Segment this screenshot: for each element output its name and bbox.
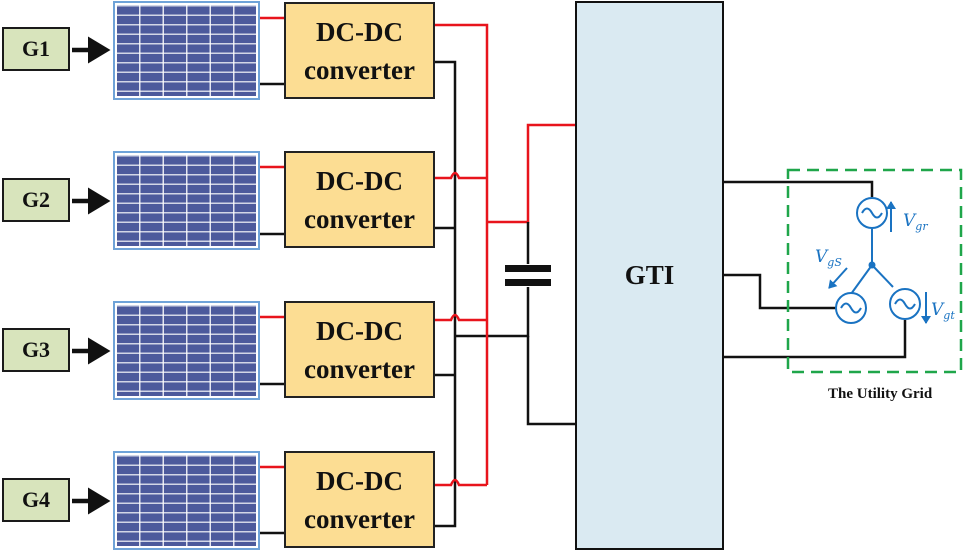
panel-converter-wires [259, 16, 284, 535]
dc-link-capacitor [505, 265, 551, 286]
voltage-arrow-s-icon [828, 267, 848, 289]
converter-label-line2: converter [304, 353, 415, 384]
generator-box-g4: G4 [2, 478, 70, 522]
pv-panel-icon [113, 1, 260, 100]
converter-label-line1: DC-DC [316, 165, 403, 196]
generator-box-g3: G3 [2, 328, 70, 372]
pv-panel-icon [113, 301, 260, 400]
voltage-label-s: VgS [815, 247, 842, 269]
converter-label-line2: converter [304, 203, 415, 234]
generator-box-g2: G2 [2, 178, 70, 222]
dc-dc-converter-3: DC-DC converter [284, 301, 435, 398]
dc-dc-converter-4: DC-DC converter [284, 451, 435, 548]
pv-panel-icon [113, 151, 260, 250]
generator-label: G1 [21, 36, 51, 61]
converter-label-line2: converter [304, 503, 415, 534]
three-phase-sources [828, 197, 931, 324]
generator-label: G2 [21, 187, 51, 212]
converter-label-line1: DC-DC [316, 315, 403, 346]
pv-panel-icon [113, 451, 260, 550]
dc-dc-converter-2: DC-DC converter [284, 151, 435, 248]
generator-label: G4 [21, 487, 51, 512]
utility-grid-boundary [786, 168, 963, 374]
generator-box-g1: G1 [2, 27, 70, 71]
converter-label-line1: DC-DC [316, 16, 403, 47]
voltage-label-r: Vgr [903, 211, 928, 233]
negative-bus [434, 60, 575, 528]
grid-tied-inverter: GTI [575, 1, 724, 550]
voltage-label-t: Vgt [931, 300, 955, 322]
converter-label-line2: converter [304, 54, 415, 85]
grid-connection-wires [724, 180, 907, 359]
positive-bus [434, 23, 575, 487]
utility-grid-label: The Utility Grid [828, 386, 933, 402]
inverter-label: GTI [624, 260, 675, 290]
converter-label-line1: DC-DC [316, 465, 403, 496]
dc-dc-converter-1: DC-DC converter [284, 2, 435, 99]
generator-label: G3 [21, 337, 51, 362]
neutral-point [868, 261, 876, 269]
